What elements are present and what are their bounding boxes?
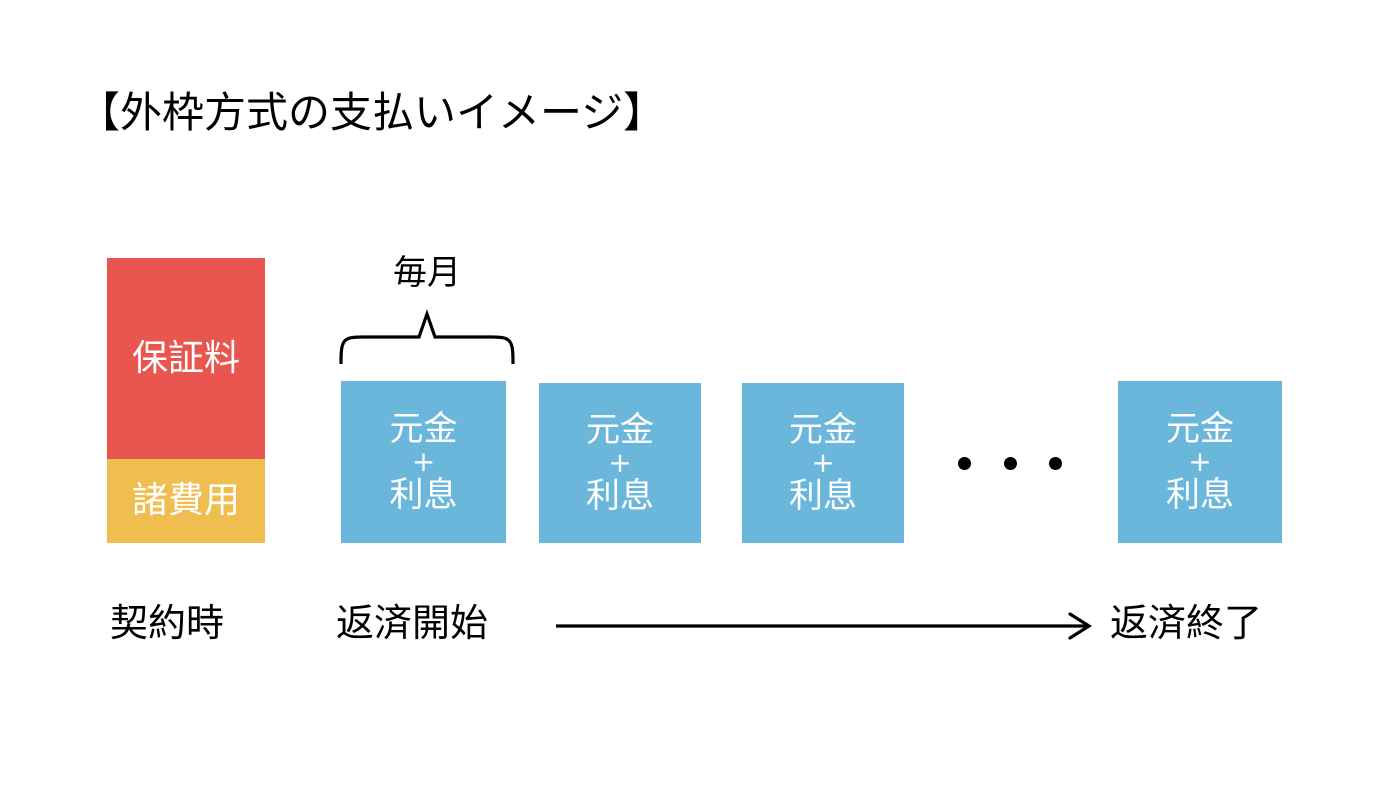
timeline-label-repayment-end: 返済終了 [1110,601,1263,645]
upfront-segment-label: 諸費用 [131,480,240,521]
payment-principal-label: 元金 [1166,409,1234,450]
monthly-payment-box: 元金 + 利息 [341,381,506,543]
upfront-segment-label: 保証料 [131,337,240,379]
ellipsis-dot [1049,456,1062,470]
monthly-payment-box: 元金 + 利息 [539,383,701,543]
upfront-segment-misc-fees: 諸費用 [107,459,265,543]
monthly-payment-box: 元金 + 利息 [1118,381,1282,543]
payment-plus-sign: + [811,446,835,480]
curly-brace-icon [339,309,515,364]
payment-principal-label: 元金 [389,409,458,450]
monthly-bracket-label: 毎月 [393,253,461,293]
ellipsis-dots-icon [958,450,1062,476]
payment-interest-label: 利息 [389,474,458,515]
upfront-segment-guarantee-fee: 保証料 [107,258,265,459]
payment-plus-sign: + [1188,445,1212,479]
payment-plus-sign: + [608,446,632,480]
payment-principal-label: 元金 [789,410,857,451]
payment-interest-label: 利息 [586,475,654,516]
page-title: 【外枠方式の支払いイメージ】 [78,88,666,137]
monthly-payment-box: 元金 + 利息 [742,383,904,543]
payment-principal-label: 元金 [586,410,654,451]
ellipsis-dot [958,456,971,470]
payment-interest-label: 利息 [789,475,857,516]
payment-interest-label: 利息 [1166,474,1234,515]
arrow-right-icon [556,612,1092,640]
timeline-label-contract: 契約時 [110,601,225,645]
timeline-label-repayment-start: 返済開始 [336,601,489,645]
ellipsis-dot [1003,456,1017,470]
payment-plus-sign: + [411,445,436,479]
